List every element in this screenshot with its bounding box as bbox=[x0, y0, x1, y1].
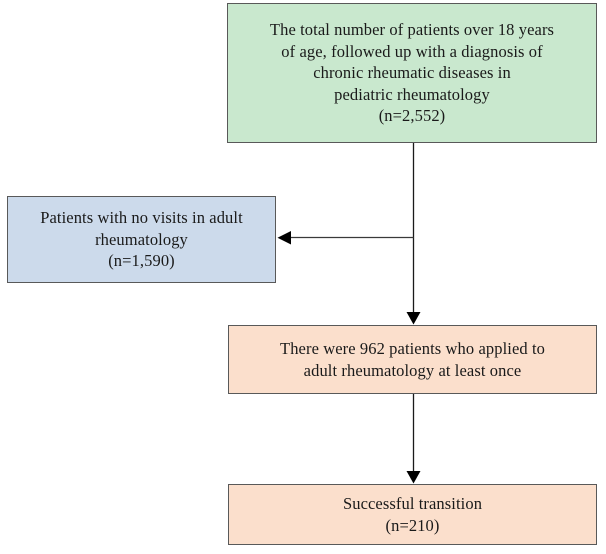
total-patients-box: The total number of patients over 18 yea… bbox=[227, 3, 597, 143]
total-patients-text: The total number of patients over 18 yea… bbox=[269, 20, 555, 126]
successful-transition-box: Successful transition (n=210) bbox=[228, 484, 597, 545]
connector-total-to-applied bbox=[406, 143, 421, 325]
connector-trunk-to-no-visits bbox=[277, 231, 414, 245]
applied-text: There were 962 patients who applied to a… bbox=[280, 339, 545, 380]
successful-transition-text: Successful transition (n=210) bbox=[342, 494, 483, 535]
no-visits-box: Patients with no visits in adult rheumat… bbox=[7, 196, 276, 283]
connector-applied-to-success bbox=[406, 394, 421, 484]
applied-box: There were 962 patients who applied to a… bbox=[228, 325, 597, 394]
no-visits-text: Patients with no visits in adult rheumat… bbox=[40, 208, 243, 271]
